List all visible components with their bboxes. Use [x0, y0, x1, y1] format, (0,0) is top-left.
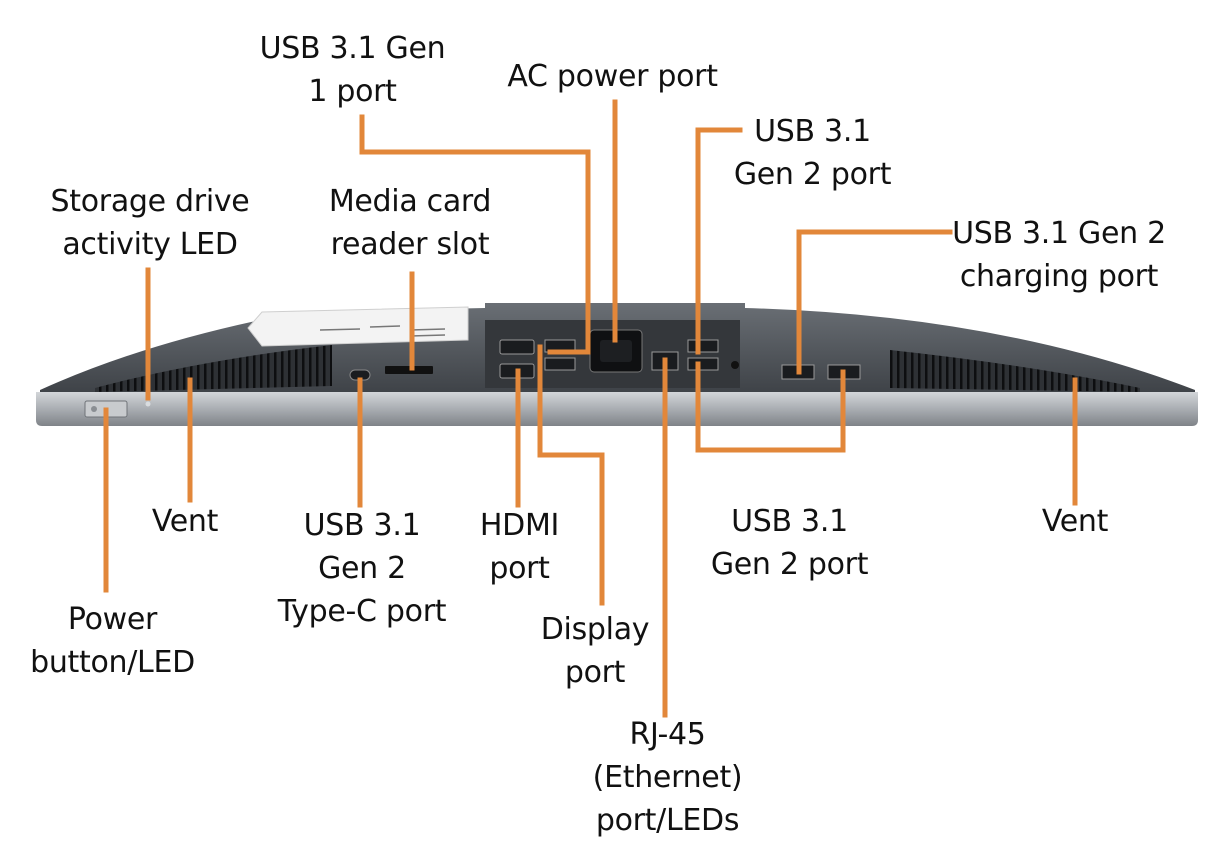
leader-usb-gen2-bottom — [695, 361, 846, 453]
label-vent-right: Vent — [1041, 504, 1109, 539]
label-usb-3-1-gen2-port-top: USB 3.1 Gen 2 port — [733, 114, 892, 192]
leader-usb-gen2-top — [695, 127, 743, 355]
label-media-card-reader-slot: Media card reader slot — [328, 184, 492, 262]
usb-gen2-a — [687, 339, 719, 353]
vent-grille-left — [95, 345, 332, 392]
sticker-lines — [319, 325, 446, 337]
sticker-label — [247, 306, 469, 347]
storage-led — [145, 401, 151, 407]
usb-gen2-b — [687, 357, 719, 371]
leader-lines — [103, 99, 1078, 718]
leader-usb-charging — [796, 229, 953, 375]
label-power-button-led: Power button/LED — [30, 602, 195, 680]
ac-inlet-inner — [600, 340, 632, 362]
leader-display-port — [537, 344, 605, 606]
card-slot — [385, 366, 433, 374]
leader-usb-gen1 — [359, 114, 591, 355]
label-usb-3-1-gen2-port-bottom: USB 3.1 Gen 2 port — [710, 504, 869, 582]
label-storage-drive-activity-led: Storage drive activity LED — [50, 184, 250, 262]
lock-slot — [731, 361, 739, 369]
label-vent-left: Vent — [151, 504, 219, 539]
label-display-port: Display port — [540, 612, 650, 690]
label-usb-3-1-gen1-port: USB 3.1 Gen 1 port — [259, 31, 446, 109]
label-usb-3-1-gen2-charging-port: USB 3.1 Gen 2 charging port — [952, 216, 1166, 294]
displayport-socket — [499, 339, 535, 355]
label-usb-3-1-gen2-type-c-port: USB 3.1 Gen 2 Type-C port — [277, 508, 447, 629]
bezel — [36, 392, 1198, 426]
power-led — [91, 406, 97, 412]
label-rj-45-ethernet-port-leds: RJ-45 (Ethernet) port/LEDs — [592, 717, 743, 838]
label-hdmi-port: HDMI port — [479, 508, 560, 586]
label-ac-power-port: AC power port — [507, 59, 718, 94]
usb-gen1-b — [544, 357, 576, 371]
